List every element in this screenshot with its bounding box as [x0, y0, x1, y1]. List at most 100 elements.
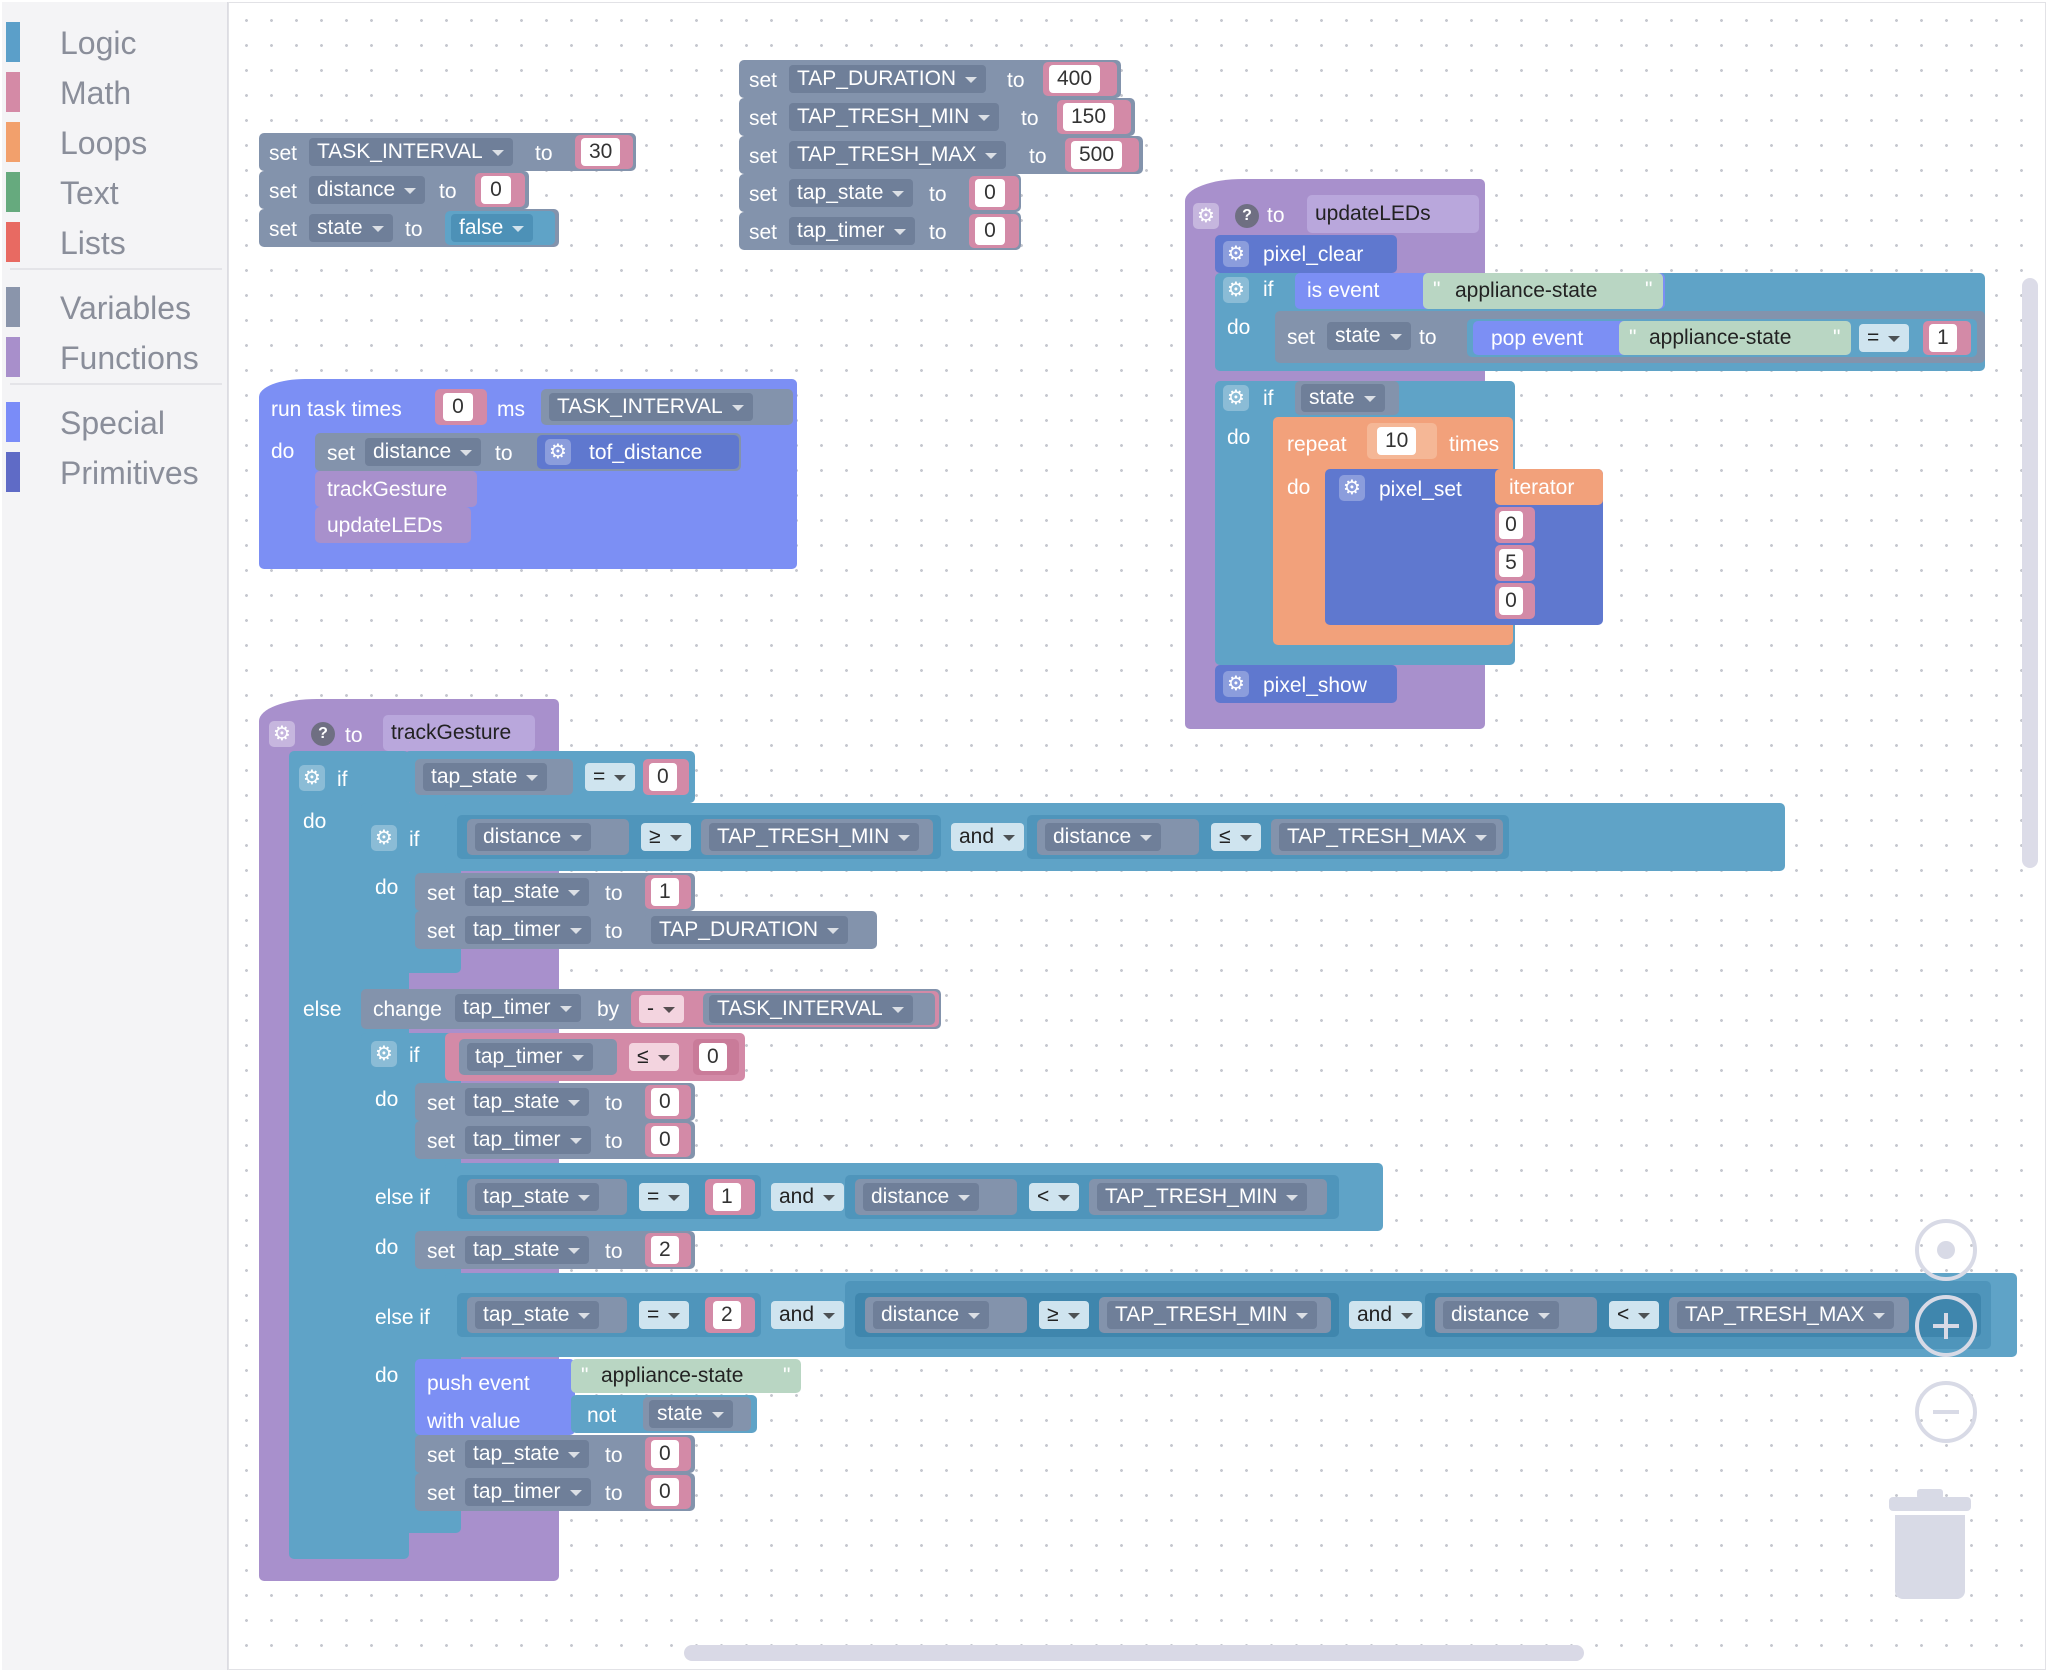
variable-dropdown[interactable]: TAP_TRESH_MAX [789, 141, 1007, 169]
operator-dropdown[interactable]: = [1859, 324, 1910, 352]
operator-dropdown[interactable]: < [1609, 1301, 1660, 1329]
operator-dropdown[interactable]: < [1029, 1183, 1080, 1211]
operator-dropdown[interactable]: - [639, 995, 684, 1023]
variable-dropdown[interactable]: state [1301, 384, 1385, 412]
event-name-text[interactable]: appliance-state [1649, 326, 1792, 349]
set-variable-block[interactable]: set tap_state to 0 [415, 1083, 695, 1121]
operator-dropdown[interactable]: ≤ [1211, 823, 1261, 851]
compare-block[interactable]: tap_timer ≤ 0 [445, 1033, 745, 1081]
number-field[interactable]: 500 [1071, 141, 1123, 169]
number-field[interactable]: 0 [651, 1088, 679, 1116]
function-name-field[interactable]: trackGesture [391, 721, 512, 744]
set-variable-block[interactable]: set tap_state to 0 [739, 174, 1021, 212]
variable-dropdown[interactable]: tap_state [465, 1236, 590, 1264]
variable-dropdown[interactable]: distance [1443, 1301, 1560, 1329]
operator-dropdown[interactable]: = [585, 763, 636, 791]
variable-dropdown[interactable]: TAP_TRESH_MIN [709, 823, 920, 851]
number-field[interactable]: 5 [1499, 549, 1523, 577]
gear-icon[interactable]: ⚙ [545, 439, 571, 465]
gear-icon[interactable]: ⚙ [371, 825, 397, 851]
operator-dropdown[interactable]: ≥ [1039, 1301, 1089, 1329]
trash-icon[interactable] [1889, 1489, 1971, 1601]
zoom-in-icon[interactable] [1915, 1295, 1977, 1357]
variable-dropdown[interactable]: distance [309, 176, 426, 204]
number-field[interactable]: 0 [699, 1043, 727, 1071]
variable-dropdown[interactable]: tap_state [475, 1183, 600, 1211]
variable-dropdown[interactable]: tap_state [475, 1301, 600, 1329]
call-function-block[interactable]: updateLEDs [315, 507, 471, 543]
set-variable-block[interactable]: set distance to 0 [259, 171, 529, 209]
number-field[interactable]: 0 [1499, 587, 1523, 615]
number-field[interactable]: 0 [649, 763, 677, 791]
set-variable-block[interactable]: set tap_timer to TAP_DURATION [415, 911, 877, 949]
number-field[interactable]: 0 [651, 1440, 679, 1468]
if-block[interactable]: ⚙ if is event "appliance-state" do set s… [1215, 273, 1985, 371]
variable-dropdown[interactable]: distance [365, 438, 482, 466]
help-icon[interactable]: ? [311, 722, 335, 746]
call-function-block[interactable]: trackGesture [315, 471, 477, 507]
variable-dropdown[interactable]: tap_state [465, 1088, 590, 1116]
gear-icon[interactable]: ⚙ [299, 765, 325, 791]
number-field[interactable]: 0 [975, 217, 1005, 245]
help-icon[interactable]: ? [1235, 204, 1259, 228]
number-field[interactable]: 0 [1499, 511, 1523, 539]
variable-dropdown[interactable]: tap_timer [465, 916, 591, 944]
recenter-icon[interactable] [1915, 1219, 1977, 1281]
variable-dropdown[interactable]: TAP_DURATION [789, 65, 987, 93]
vertical-scrollbar[interactable] [2022, 278, 2038, 868]
category-logic[interactable]: Logic [4, 20, 226, 64]
repeat-count-field[interactable]: 10 [1377, 427, 1417, 455]
set-variable-block[interactable]: set state to false [259, 209, 559, 247]
variable-dropdown[interactable]: distance [1045, 823, 1162, 851]
variable-dropdown[interactable]: tap_timer [467, 1043, 593, 1071]
push-event-block[interactable]: push event with value [415, 1359, 575, 1435]
category-loops[interactable]: Loops [4, 120, 226, 164]
is-event-block[interactable]: is event "appliance-state" [1295, 273, 1665, 309]
gear-icon[interactable]: ⚙ [1223, 671, 1249, 697]
set-variable-block[interactable]: set tap_state to 2 [415, 1231, 695, 1269]
set-variable-block[interactable]: set tap_timer to 0 [415, 1473, 695, 1511]
gear-icon[interactable]: ⚙ [269, 721, 295, 747]
event-name-text[interactable]: appliance-state [601, 1364, 744, 1387]
variable-dropdown[interactable]: distance [873, 1301, 990, 1329]
gear-icon[interactable]: ⚙ [371, 1041, 397, 1067]
operator-dropdown[interactable]: ≥ [641, 823, 691, 851]
run-task-block[interactable]: run task times 0 ms TASK_INTERVAL do set… [259, 379, 797, 569]
set-variable-block[interactable]: set tap_timer to 0 [739, 212, 1021, 250]
category-variables[interactable]: Variables [4, 285, 226, 329]
variable-dropdown[interactable]: state [309, 214, 393, 242]
number-field[interactable]: 1 [651, 878, 679, 906]
and-operator-dropdown[interactable]: and [1349, 1301, 1423, 1329]
variable-dropdown[interactable]: tap_timer [455, 994, 581, 1022]
and-block[interactable]: distance ≥ TAP_TRESH_MIN and distance ≤ … [445, 803, 1785, 871]
set-variable-block[interactable]: set TAP_TRESH_MAX to 500 [739, 136, 1143, 174]
function-name-field[interactable]: updateLEDs [1315, 202, 1431, 225]
variable-dropdown[interactable]: tap_timer [789, 217, 915, 245]
change-variable-block[interactable]: change tap_timer by - TASK_INTERVAL [361, 989, 941, 1029]
not-block[interactable]: not state [571, 1395, 757, 1433]
variable-dropdown[interactable]: TASK_INTERVAL [309, 138, 513, 166]
event-name-text[interactable]: appliance-state [1455, 279, 1598, 302]
variable-dropdown[interactable]: TAP_TRESH_MAX [1279, 823, 1497, 851]
number-field[interactable]: 0 [651, 1126, 679, 1154]
set-variable-block[interactable]: set distance to ⚙tof_distance [315, 433, 741, 471]
variable-dropdown[interactable]: state [649, 1400, 733, 1428]
variable-dropdown[interactable]: tap_state [423, 763, 548, 791]
compare-block[interactable]: tap_state = 0 [405, 751, 695, 803]
category-text[interactable]: Text [4, 170, 226, 214]
operator-dropdown[interactable]: ≤ [629, 1043, 679, 1071]
number-field[interactable]: 0 [975, 179, 1005, 207]
variable-dropdown[interactable]: tap_timer [465, 1478, 591, 1506]
variable-dropdown[interactable]: tap_state [465, 1440, 590, 1468]
category-math[interactable]: Math [4, 70, 226, 114]
number-field[interactable]: 0 [651, 1478, 679, 1506]
variable-dropdown[interactable]: TASK_INTERVAL [549, 393, 753, 421]
and-block[interactable]: tap_state = 1 and distance < TAP_TRESH_M… [445, 1163, 1383, 1231]
variable-dropdown[interactable]: TAP_TRESH_MAX [1677, 1301, 1895, 1329]
horizontal-scrollbar[interactable] [684, 1645, 1584, 1661]
and-operator-dropdown[interactable]: and [771, 1301, 845, 1329]
pixel-show-block[interactable]: ⚙pixel_show [1215, 665, 1397, 703]
workspace[interactable]: set TASK_INTERVAL to 30 set distance to … [228, 2, 2046, 1670]
zoom-out-icon[interactable] [1915, 1381, 1977, 1443]
gear-icon[interactable]: ⚙ [1339, 475, 1365, 501]
